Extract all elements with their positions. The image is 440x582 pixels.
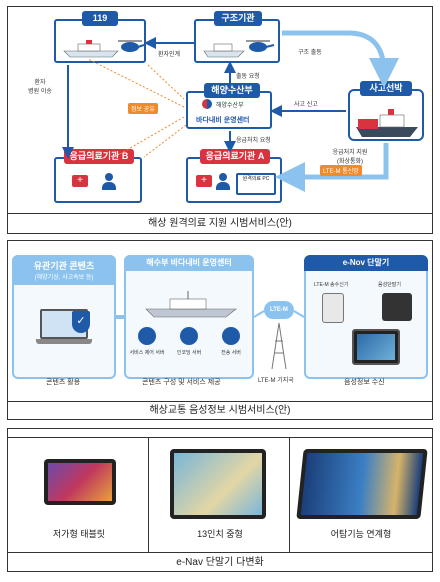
fig3-caption: e-Nav 단말기 다변화 [7, 552, 433, 572]
shield-icon: ✓ [72, 311, 90, 333]
lte-tower-label: LTE-M 기지국 [258, 378, 294, 384]
tablet-device-icon [44, 459, 116, 505]
ops-footer: 콘텐츠 구성 및 서비스 제공 [142, 379, 221, 386]
doctor-icon [102, 173, 116, 191]
fishfinder-display-icon [296, 449, 428, 519]
fig2-caption: 해상교통 음성정보 시범서비스(안) [7, 402, 433, 420]
node-119-title: 119 [82, 11, 118, 26]
fig2-arrows [116, 310, 305, 319]
server-row: 서비스 제어 서버 인코딩 서버 전송 서버 [128, 325, 250, 365]
helicopter-icon [118, 40, 144, 52]
label-emergency-support: 응급처치 지원 (화상통화) [332, 150, 368, 165]
chart-plotter-icon [352, 329, 400, 365]
first-aid-icon: + [72, 175, 88, 187]
mid-display-icon [170, 449, 266, 519]
server-control-label: 서비스 제어 서버 [129, 350, 165, 356]
lte-cloud-label: LTE-M [270, 307, 288, 313]
rescue-ship-icon [63, 40, 119, 58]
label-lte-network: LTE-M 통신망 [320, 165, 362, 176]
fig3-frame: 저가형 태블릿 13인치 중형 어탐기능 연계형 [7, 428, 433, 553]
node-mof-title: 해양수산부 [204, 83, 260, 98]
enav-footer: 음성정보 수신 [344, 379, 385, 386]
node-119 [54, 19, 146, 63]
node-med-b-title: 응급의료기관 B [64, 149, 134, 164]
label-dispatch-request: 출동 요청 [236, 74, 260, 80]
server-control-icon [138, 327, 156, 345]
fig2-frame: 유관기관 콘텐츠 (해양기상, 사고속보 등) ✓ 콘텐츠 활용 해수부 바다내… [7, 240, 433, 402]
node-rescue-title: 구조기관 [214, 11, 262, 26]
label-patient-transport: 환자 병원 이송 [28, 80, 52, 95]
panel-enav-head: e-Nov 단말기 [304, 255, 428, 271]
label-patient-transfer: 환자인계 [158, 52, 181, 58]
patrol-ship-icon [203, 43, 245, 58]
node-med-a-title: 응급의료기관 A [200, 149, 270, 164]
panel-ops-head: 해수부 바다내비 운영센터 [124, 255, 254, 271]
server-encoding-icon [180, 327, 198, 345]
first-aid-icon: + [196, 175, 212, 187]
mof-logo-text: 해양수산부 [216, 103, 244, 109]
fig1-flow-arrows [62, 30, 399, 192]
device-label-tablet: 저가형 태블릿 [52, 529, 106, 539]
fig3-divider-top [8, 437, 432, 438]
label-info-share: 정보 공유 [128, 103, 158, 114]
lte-transceiver-label: LTE-M 송수신기 [314, 282, 349, 288]
lte-transceiver-icon [322, 293, 344, 323]
server-transfer-label: 전송 서버 [221, 350, 241, 356]
related-title: 유관기관 콘텐츠 [33, 261, 95, 271]
server-encoding-label: 인코딩 서버 [176, 350, 202, 356]
node-accident [348, 89, 424, 141]
mof-center-label: 바다내비 운영센터 [196, 117, 250, 124]
fig1-frame: 119 구조기관 해양수산부 바다내비 운영센터 해양수산부 사고선박 + [7, 6, 433, 214]
label-emergency-request: 응급처치 요청 [236, 138, 271, 144]
device-label-fishfinder: 어탐기능 연계형 [330, 529, 392, 539]
lte-cloud-icon: LTE-M [264, 301, 294, 319]
device-label-13inch: 13인치 중형 [197, 529, 243, 539]
related-sub: (해양기상, 사고속보 등) [34, 275, 94, 281]
node-rescue [194, 19, 280, 63]
remote-pc-icon: 원격의료 PC [236, 173, 276, 195]
panel-related-head: 유관기관 콘텐츠 (해양기상, 사고속보 등) [12, 255, 116, 285]
accident-ship-icon [356, 109, 418, 137]
mof-logo-icon [202, 99, 212, 109]
node-med-a: + 원격의료 PC [186, 157, 282, 203]
voice-terminal-icon [382, 293, 412, 321]
remote-pc-label: 원격의료 PC [238, 175, 274, 193]
device-cell-1 [8, 437, 149, 553]
ship-icon [145, 291, 237, 318]
fig1-caption: 해상 원격의료 지원 시범서비스(안) [7, 214, 433, 234]
label-accident-report: 사고 신고 [294, 102, 318, 108]
label-rescue-dispatch: 구조 출동 [298, 50, 322, 56]
helicopter-icon [246, 40, 275, 52]
related-footer: 콘텐츠 활용 [46, 379, 81, 386]
voice-terminal-label: 음성단말기 [378, 282, 402, 288]
doctor-icon [216, 173, 230, 191]
device-cell-2 [149, 437, 290, 553]
lte-tower-icon [271, 323, 287, 369]
server-transfer-icon [222, 327, 240, 345]
